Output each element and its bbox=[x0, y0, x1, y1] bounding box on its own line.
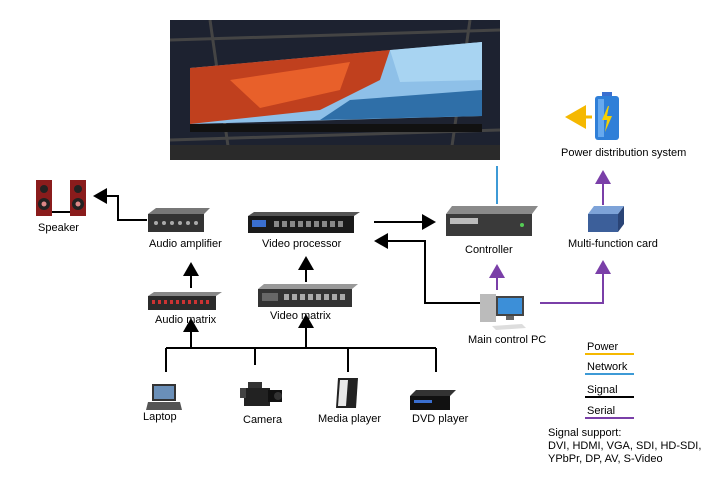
camera-label: Camera bbox=[243, 414, 283, 426]
speaker-icon bbox=[34, 180, 90, 218]
speaker-label: Speaker bbox=[38, 222, 79, 234]
audio-matrix-label: Audio matrix bbox=[155, 314, 217, 326]
audio-amplifier-label: Audio amplifier bbox=[149, 238, 222, 250]
video-matrix-label: Video matrix bbox=[270, 310, 331, 322]
laptop-icon bbox=[146, 384, 182, 412]
controller-label: Controller bbox=[465, 244, 513, 256]
video-processor-icon bbox=[248, 212, 360, 234]
controller-icon bbox=[446, 206, 538, 238]
audio-matrix-icon bbox=[148, 292, 222, 312]
multi-function-card-label: Multi-function card bbox=[568, 238, 658, 250]
video-processor-label: Video processor bbox=[262, 238, 342, 250]
dvd-player-label: DVD player bbox=[412, 413, 469, 425]
power-distribution-label: Power distribution system bbox=[561, 147, 687, 159]
audio-amplifier-icon bbox=[148, 208, 210, 234]
signal-support-line1: DVI, HDMI, VGA, SDI, HD-SDI, bbox=[548, 440, 702, 452]
signal-support-note: Signal support: DVI, HDMI, VGA, SDI, HD-… bbox=[548, 427, 701, 466]
pc-icon bbox=[478, 290, 528, 332]
camera-icon bbox=[240, 378, 284, 414]
video-matrix-icon bbox=[258, 284, 358, 308]
legend-signal: Signal bbox=[587, 384, 618, 396]
media-player-label: Media player bbox=[318, 413, 381, 425]
signal-support-line2: YPbPr, DP, AV, S-Video bbox=[548, 453, 663, 465]
legend-serial: Serial bbox=[587, 405, 616, 417]
laptop-label: Laptop bbox=[143, 411, 177, 423]
legend-power: Power bbox=[587, 341, 619, 353]
multi-function-card-icon bbox=[588, 206, 624, 234]
main-control-pc-label: Main control PC bbox=[468, 334, 547, 346]
legend-network: Network bbox=[587, 361, 628, 373]
signal-support-title: Signal support: bbox=[548, 427, 622, 439]
led-screen-image bbox=[169, 19, 501, 161]
media-player-icon bbox=[334, 378, 360, 410]
power-battery-icon bbox=[595, 92, 619, 140]
dvd-player-icon bbox=[410, 390, 456, 412]
